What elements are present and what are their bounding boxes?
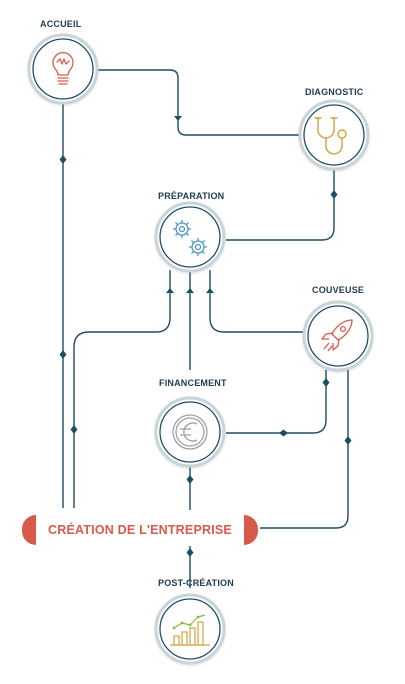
label-financement: FINANCEMENT xyxy=(159,378,227,388)
banner-right-cap xyxy=(244,515,258,545)
diamond-marker xyxy=(70,425,78,434)
label-post-creation: POST-CRÉATION xyxy=(158,578,234,588)
label-diagnostic: DIAGNOSTIC xyxy=(305,87,364,97)
node-financement xyxy=(154,396,226,468)
line-couveuse-creation xyxy=(260,370,349,529)
banner-left-cap xyxy=(22,515,36,545)
node-diagnostic xyxy=(298,99,370,171)
stethoscope-icon xyxy=(314,117,347,155)
node-post-creation xyxy=(154,593,226,665)
diamond-marker xyxy=(186,548,194,557)
diamond-marker xyxy=(330,190,338,199)
node-preparation xyxy=(154,201,226,273)
lightbulb-icon xyxy=(52,51,74,85)
label-accueil: ACCUEIL xyxy=(40,19,82,29)
bar-chart-icon xyxy=(170,614,210,646)
diamond-marker xyxy=(186,475,194,484)
line-couveuse-financement xyxy=(226,370,327,434)
arrow-marker xyxy=(166,288,174,293)
node-accueil xyxy=(27,33,99,105)
diamond-marker xyxy=(59,155,67,164)
line-preparation-couveuse xyxy=(209,270,306,333)
connector-lines xyxy=(62,69,349,588)
node-couveuse xyxy=(302,300,374,372)
line-diagnostic-preparation xyxy=(226,168,335,241)
arrow-marker xyxy=(186,288,194,293)
arrow-marker xyxy=(206,288,214,293)
connector-markers xyxy=(59,116,352,557)
diamond-marker xyxy=(322,378,330,387)
rocket-icon xyxy=(321,319,353,352)
label-preparation: PRÉPARATION xyxy=(158,191,225,201)
diamond-marker xyxy=(279,429,288,437)
line-accueil-diagnostic xyxy=(97,69,300,136)
diamond-marker xyxy=(344,436,352,445)
banner-label: CRÉATION DE L'ENTREPRISE xyxy=(48,523,232,537)
arrow-marker xyxy=(174,116,182,121)
label-couveuse: COUVEUSE xyxy=(312,285,365,295)
euro-coin-icon xyxy=(172,414,208,450)
gears-icon xyxy=(173,220,207,256)
diamond-marker xyxy=(59,350,67,359)
line-preparation-left xyxy=(73,270,171,508)
creation-banner: CRÉATION DE L'ENTREPRISE xyxy=(22,515,258,545)
